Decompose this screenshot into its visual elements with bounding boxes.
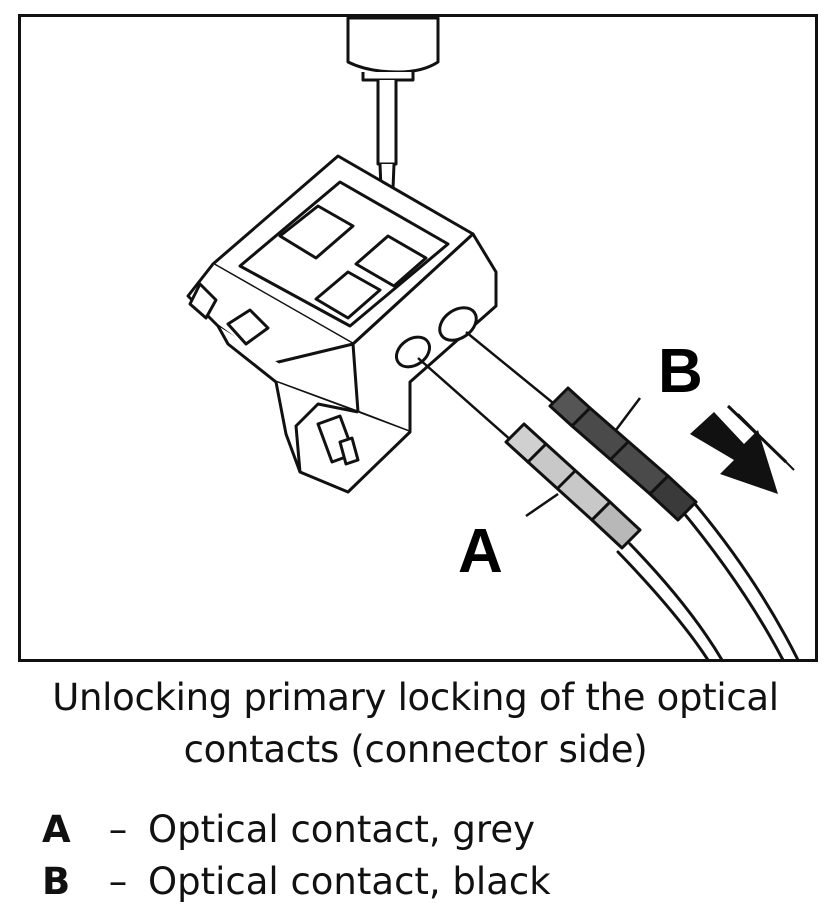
caption-line-1: Unlocking primary locking of the optical	[52, 676, 779, 719]
optical-contact-grey	[504, 422, 642, 550]
connector-housing	[186, 154, 498, 494]
legend-dash: –	[108, 808, 128, 851]
legend-key: A	[42, 808, 71, 851]
callout-a-label: A	[458, 517, 503, 586]
callout-b-leader	[615, 397, 641, 431]
connector-illustration: B A	[18, 14, 818, 662]
legend-text: Optical contact, grey	[148, 808, 535, 851]
callout-b-label: B	[658, 337, 703, 406]
legend-dash: –	[108, 860, 128, 903]
pull-direction-arrow-icon	[690, 404, 795, 494]
caption-line-2: contacts (connector side)	[183, 728, 648, 771]
legend: A – Optical contact, grey B – Optical co…	[42, 804, 551, 908]
legend-key: B	[42, 860, 71, 903]
legend-text: Optical contact, black	[148, 860, 551, 903]
figure-frame: B A	[18, 14, 818, 662]
fiber-cables	[616, 496, 800, 662]
callout-a-leader	[525, 492, 559, 518]
legend-item-a: A – Optical contact, grey	[42, 804, 551, 856]
legend-item-b: B – Optical contact, black	[42, 856, 551, 908]
figure-caption: Unlocking primary locking of the optical…	[0, 672, 831, 776]
optical-contact-black	[548, 386, 698, 522]
insertion-guide-lines	[417, 331, 559, 443]
